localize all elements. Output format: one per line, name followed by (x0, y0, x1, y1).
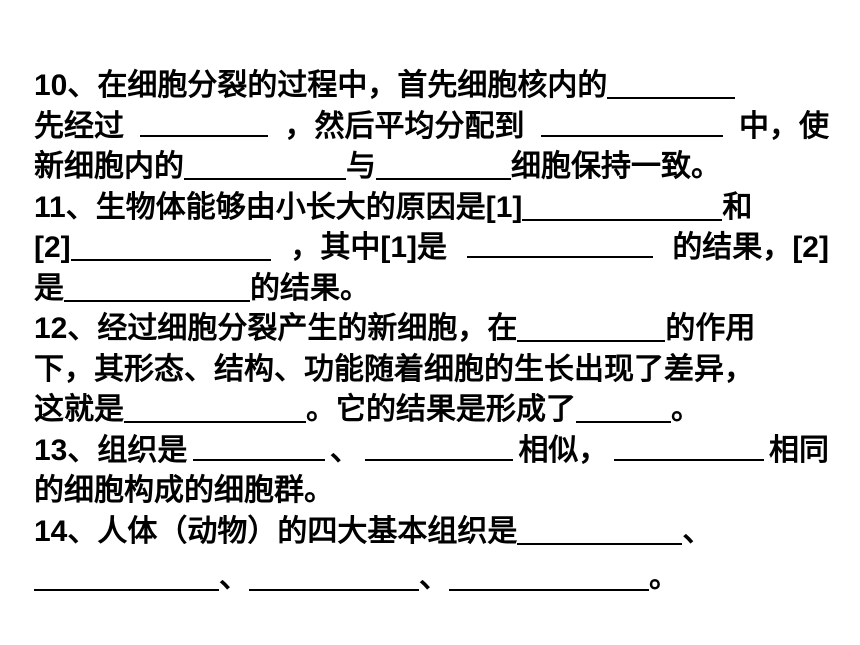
q12-text: 下，其形态、结构、功能随着细胞的生长出现了差异， (34, 351, 754, 387)
q12-blank-3[interactable] (576, 393, 671, 423)
q11-segment: 的结果，[2] (672, 228, 829, 269)
q11-number: 11 (34, 190, 66, 224)
q14-text: 、 (219, 560, 249, 595)
q12-line-3: 这就是 。它的结果是形成了 。 (34, 390, 834, 431)
q10-text: ，然后平均分配到 (284, 108, 525, 144)
q12-blank-1[interactable] (517, 312, 666, 342)
q11-text: 是 (417, 230, 447, 265)
q11-text: 和 (722, 189, 753, 225)
q14-text: 。 (649, 560, 679, 595)
q11-blank-3[interactable] (466, 228, 653, 258)
q11-text: 的结果， (672, 230, 793, 265)
q14-blank-4[interactable] (449, 561, 649, 591)
q12-text: 这就是 (34, 392, 124, 427)
q11-ref-2: [2] (34, 231, 71, 264)
q12-text: 、经过细胞分裂产生的新细胞，在 (67, 311, 518, 346)
q10-blank-4[interactable] (184, 150, 346, 180)
q12-blank-2[interactable] (124, 393, 306, 423)
q12-number: 12 (34, 312, 68, 345)
q11-blank-4[interactable] (64, 272, 250, 302)
q13-text: 、 (329, 432, 360, 468)
q13-line-2: 的细胞构成的细胞群。 (34, 471, 834, 512)
q11-text: 是 (34, 270, 64, 306)
q13-number: 13 (34, 433, 68, 467)
q11-text: ，其中 (290, 230, 381, 265)
q11-line-3: 是 的结果。 (34, 269, 834, 310)
q13-line-1: 13、组织是 、 相似， 相同 (34, 431, 829, 472)
q10-line-2: 先经过 ，然后平均分配到 中，使 (34, 107, 829, 148)
q14-line-2: 、 、 。 (34, 558, 834, 599)
q11-ref-1: [1] (380, 231, 417, 264)
q10-text: 细胞保持一致。 (511, 149, 721, 184)
q12-line-2: 下，其形态、结构、功能随着细胞的生长出现了差异， (34, 350, 834, 391)
q14-blank-2[interactable] (34, 561, 219, 591)
q13-text: 相似， (518, 432, 609, 468)
q13-text: 相同 (768, 432, 829, 468)
q14-text: 、 (682, 513, 713, 549)
q10-blank-2[interactable] (140, 107, 269, 137)
q13-segment: 13、组织是 (34, 431, 187, 472)
q13-blank-2[interactable] (365, 431, 514, 461)
q11-segment: [2] (34, 228, 271, 269)
q10-number: 10 (34, 69, 68, 102)
q11-text: 的结果。 (250, 270, 370, 306)
q10-text: 、在细胞分裂的过程中，首先细胞核内的 (67, 68, 608, 103)
q11-blank-1[interactable] (522, 191, 723, 221)
q10-line-3: 新细胞内的 与 细胞保持一致。 (34, 147, 834, 188)
q10-blank-5[interactable] (376, 150, 511, 180)
q14-text: 、 (419, 560, 449, 595)
q12-text: 。 (671, 392, 701, 427)
q10-text: 先经过 (34, 108, 124, 144)
q14-blank-3[interactable] (249, 561, 419, 591)
q12-text: 。它的结果是形成了 (306, 392, 576, 427)
q10-line-1: 10、在细胞分裂的过程中，首先细胞核内的 (34, 66, 834, 107)
q14-number: 14 (34, 514, 68, 548)
q11-line-1: 11、生物体能够由小长大的原因是[1] 和 (34, 188, 834, 229)
q11-ref-2: [2] (792, 231, 829, 264)
q13-blank-3[interactable] (613, 431, 764, 461)
q11-line-2: [2] ，其中[1]是 的结果，[2] (34, 228, 829, 269)
q13-blank-1[interactable] (192, 431, 325, 461)
q13-text: 、组织是 (67, 432, 188, 468)
q12-line-1: 12、经过细胞分裂产生的新细胞，在 的作用 (34, 309, 834, 350)
q10-text: 新细胞内的 (34, 149, 184, 184)
q14-blank-1[interactable] (517, 515, 683, 545)
q10-text: 中，使 (739, 108, 829, 144)
q11-ref-1: [1] (485, 190, 523, 224)
q11-segment: ，其中[1]是 (290, 228, 447, 269)
q10-blank-1[interactable] (607, 69, 736, 99)
q10-text: 与 (346, 149, 376, 184)
q10-blank-3[interactable] (540, 107, 723, 137)
q13-text: 的细胞构成的细胞群。 (34, 473, 334, 508)
q14-text: 、人体（动物）的四大基本组织是 (67, 513, 518, 549)
q12-text: 的作用 (665, 311, 756, 346)
q11-text: 、生物体能够由小长大的原因是 (65, 189, 486, 225)
question-list: 10、在细胞分裂的过程中，首先细胞核内的 先经过 ，然后平均分配到 中，使 新细… (34, 66, 834, 599)
q14-line-1: 14、人体（动物）的四大基本组织是 、 (34, 512, 834, 553)
q11-blank-2[interactable] (70, 231, 271, 261)
